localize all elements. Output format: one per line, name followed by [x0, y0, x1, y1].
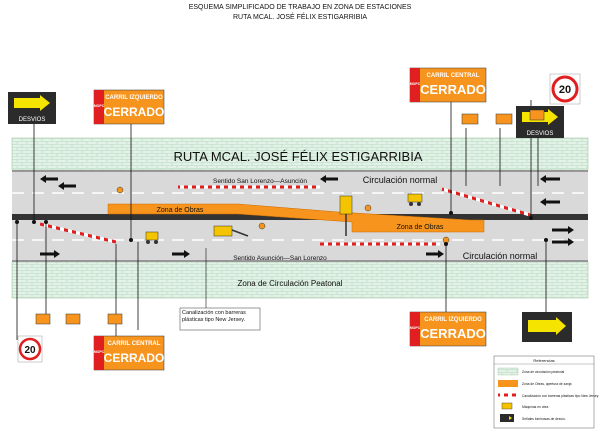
detour-sign-top-left: DESVIOS: [8, 92, 56, 124]
arrow-left: [540, 175, 560, 183]
barricade-icon: [107, 313, 123, 325]
lane-top-status: Circulación normal: [363, 175, 438, 185]
pedestrian-strip-bottom: [11, 261, 589, 299]
legend-item: Zona de Obras, apertura de zanja: [522, 382, 572, 386]
pedestrian-zone-label: Zona de Circulación Peatonal: [238, 279, 343, 288]
barricade-icon: [461, 113, 479, 125]
arrow-left: [320, 175, 338, 183]
legend-item: Señales luminosas de desvío.: [522, 417, 566, 421]
road-name: RUTA MCAL. JOSÉ FÉLIX ESTIGARRIBIA: [174, 149, 423, 164]
sign-title: CARRIL IZQUIERDO: [105, 95, 163, 101]
machine-icon: [213, 225, 249, 237]
legend-swatch-detour: [500, 414, 514, 422]
barricade-icon: [495, 113, 513, 125]
work-zone: [107, 203, 485, 233]
arrow-right: [40, 250, 60, 258]
machine-icon: [407, 193, 423, 206]
sign-side-text: MOPC: [94, 350, 105, 354]
barricade-icons-bottom: [35, 313, 123, 325]
barricade-icon: [35, 313, 51, 325]
legend-item: Zona de circulación peatonal: [522, 370, 564, 374]
arrow-right: [552, 226, 574, 234]
barrier-top-taper: [441, 187, 531, 217]
central-lane-closed-sign-top: MOPC CARRIL CENTRAL CERRADO: [409, 67, 487, 103]
diagram-title-line2: RUTA MCAL. JOSÉ FÉLIX ESTIGARRIBIA: [232, 14, 368, 21]
barricade-icons-top: [461, 109, 545, 125]
sign-title: CARRIL CENTRAL: [427, 73, 480, 79]
sign-closed: CERRADO: [104, 351, 165, 365]
beacon-icon: [258, 222, 266, 230]
sign-side-text: MOPC: [410, 82, 421, 86]
left-lane-closed-sign: MOPC CARRIL IZQUIERDO CERRADO: [93, 89, 165, 125]
central-lane-closed-sign-bottom-left: MOPC CARRIL CENTRAL CERRADO: [93, 335, 165, 371]
arrow-left: [58, 182, 76, 190]
sign-title: CARRIL CENTRAL: [108, 341, 161, 347]
legend-swatch-pedestrian: [497, 367, 519, 376]
pedestrian-strip-top: [11, 137, 589, 171]
legend: Referencias Zona de circulación peatonal…: [493, 355, 599, 429]
sign-closed: CERRADO: [104, 105, 165, 119]
barrier-bottom-taper: [39, 222, 117, 244]
callout-text: Canalización con barreras plásticas tipo…: [182, 310, 246, 323]
lane-bottom-status: Circulación normal: [463, 251, 538, 261]
machine-icon: [145, 231, 159, 244]
speed-limit-value: 20: [24, 345, 36, 356]
beacon-icon: [364, 204, 372, 212]
arrow-right: [172, 250, 190, 258]
post-dots: [15, 211, 548, 246]
detour-sign-label: DESVIOS: [19, 117, 46, 123]
machine-icon: [339, 195, 353, 236]
speed-limit-sign-bottom: 20: [17, 335, 43, 363]
sign-side-text: MOPC: [410, 326, 421, 330]
beacons: [116, 186, 450, 244]
arrow-left: [540, 198, 560, 206]
legend-item: Máquinas en obra: [522, 405, 549, 409]
barricade-icon: [65, 313, 81, 325]
diagram-title-line1: ESQUEMA SIMPLIFICADO DE TRABAJO EN ZONA …: [188, 4, 412, 11]
legend-item: Canalización con barreras plásticas tipo…: [522, 394, 599, 398]
sign-side-text: MOPC: [94, 104, 105, 108]
work-zone-label-left: Zona de Obras: [157, 207, 204, 214]
detour-arrow-sign-bottom: [522, 312, 572, 342]
speed-limit-sign-top: 20: [549, 73, 581, 105]
work-zone-label-right: Zona de Obras: [397, 224, 444, 231]
arrows-bottom-lane: [40, 226, 574, 258]
sign-closed: CERRADO: [420, 82, 486, 97]
legend-swatch-work-zone: [498, 380, 518, 387]
detour-sign-label: DESVIOS: [527, 131, 554, 137]
sign-title: CARRIL IZQUIERDO: [424, 317, 482, 323]
arrow-right: [552, 238, 574, 246]
beacon-icon: [116, 186, 124, 194]
lane-top-direction: Sentido San Lorenzo—Asunción: [213, 178, 307, 185]
callout-note: Canalización con barreras plásticas tipo…: [179, 248, 261, 331]
lane-bottom-direction: Sentido Asunción—San Lorenzo: [233, 255, 327, 262]
barricade-icon: [529, 109, 545, 121]
legend-title: Referencias: [533, 358, 554, 363]
legend-swatch-machine: [501, 402, 513, 410]
arrow-left: [40, 175, 58, 183]
arrow-right: [426, 250, 444, 258]
left-lane-closed-sign-bottom-right: MOPC CARRIL IZQUIERDO CERRADO: [409, 311, 487, 347]
arrows-top-lane: [40, 175, 560, 206]
sign-closed: CERRADO: [420, 326, 486, 341]
speed-limit-value: 20: [559, 84, 571, 96]
